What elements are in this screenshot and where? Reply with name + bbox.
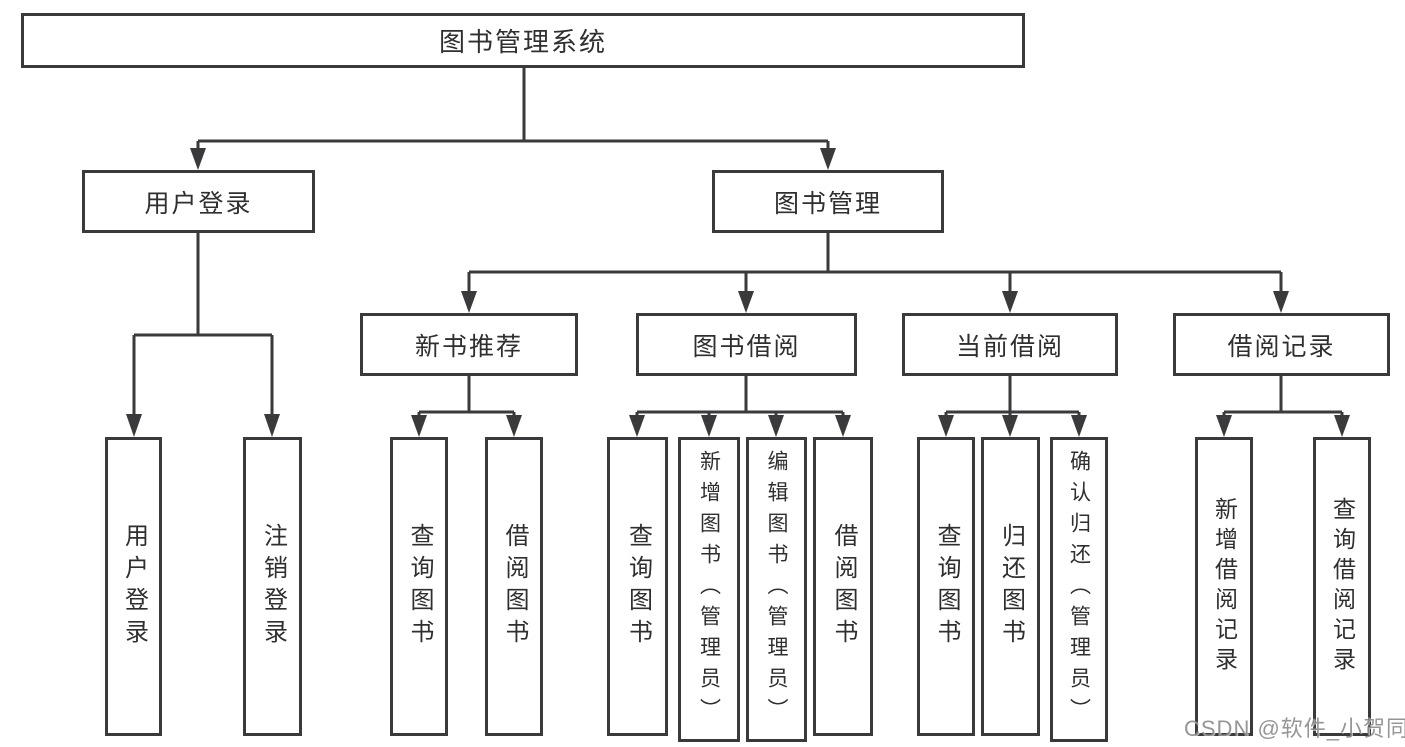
node-current-borrowing: 当前借阅 bbox=[902, 313, 1118, 376]
node-user-login: 用户登录 bbox=[82, 170, 315, 233]
node-query-borrow-record: 查询借阅记录 bbox=[1313, 437, 1371, 736]
node-book-management: 图书管理 bbox=[712, 170, 944, 233]
node-return-book-label: 归还图书 bbox=[997, 522, 1025, 651]
node-logout-leaf: 注销登录 bbox=[243, 437, 302, 736]
arrow-heads bbox=[126, 148, 1350, 437]
node-current-borrowing-label: 当前借阅 bbox=[955, 332, 1064, 361]
node-borrow-book-2: 借阅图书 bbox=[813, 437, 873, 736]
node-query-book-2: 查询图书 bbox=[607, 437, 668, 736]
node-user-login-leaf: 用户登录 bbox=[105, 437, 162, 736]
node-logout-leaf-label: 注销登录 bbox=[259, 522, 287, 651]
node-confirm-return-admin: 确认归还（管理员） bbox=[1050, 437, 1108, 742]
node-new-book-recommend-label: 新书推荐 bbox=[414, 332, 523, 361]
node-add-borrow-record: 新增借阅记录 bbox=[1195, 437, 1253, 736]
node-library-system-label: 图书管理系统 bbox=[438, 27, 607, 57]
node-edit-book-admin: 编辑图书（管理员） bbox=[746, 437, 807, 742]
node-user-login-label: 用户登录 bbox=[144, 189, 253, 218]
node-library-system: 图书管理系统 bbox=[21, 13, 1025, 68]
node-user-login-leaf-label: 用户登录 bbox=[120, 522, 148, 651]
node-borrow-book-2-label: 借阅图书 bbox=[830, 522, 857, 651]
node-book-management-label: 图书管理 bbox=[773, 189, 882, 218]
node-add-borrow-record-label: 新增借阅记录 bbox=[1211, 496, 1238, 677]
node-book-borrowing: 图书借阅 bbox=[636, 313, 857, 376]
node-query-book-3-label: 查询图书 bbox=[933, 522, 960, 651]
node-query-book-1: 查询图书 bbox=[390, 437, 448, 736]
node-confirm-return-admin-label: 确认归还（管理员） bbox=[1067, 450, 1091, 729]
node-borrow-book-1: 借阅图书 bbox=[485, 437, 543, 736]
node-query-book-2-label: 查询图书 bbox=[624, 522, 652, 651]
node-query-borrow-record-label: 查询借阅记录 bbox=[1329, 496, 1356, 677]
node-new-book-recommend: 新书推荐 bbox=[360, 313, 578, 376]
node-borrowing-records: 借阅记录 bbox=[1173, 313, 1390, 376]
node-book-borrowing-label: 图书借阅 bbox=[692, 332, 801, 361]
node-add-book-admin: 新增图书（管理员） bbox=[678, 437, 740, 742]
csdn-watermark: CSDN @软件_小贺同学 bbox=[1184, 716, 1405, 741]
node-borrow-book-1-label: 借阅图书 bbox=[501, 522, 528, 651]
node-query-book-3: 查询图书 bbox=[917, 437, 975, 736]
tree-edges bbox=[132, 68, 1344, 417]
node-add-book-admin-label: 新增图书（管理员） bbox=[697, 450, 721, 729]
node-edit-book-admin-label: 编辑图书（管理员） bbox=[765, 450, 788, 729]
node-borrowing-records-label: 借阅记录 bbox=[1227, 332, 1336, 361]
node-return-book: 归还图书 bbox=[981, 437, 1040, 736]
node-query-book-1-label: 查询图书 bbox=[406, 522, 433, 651]
